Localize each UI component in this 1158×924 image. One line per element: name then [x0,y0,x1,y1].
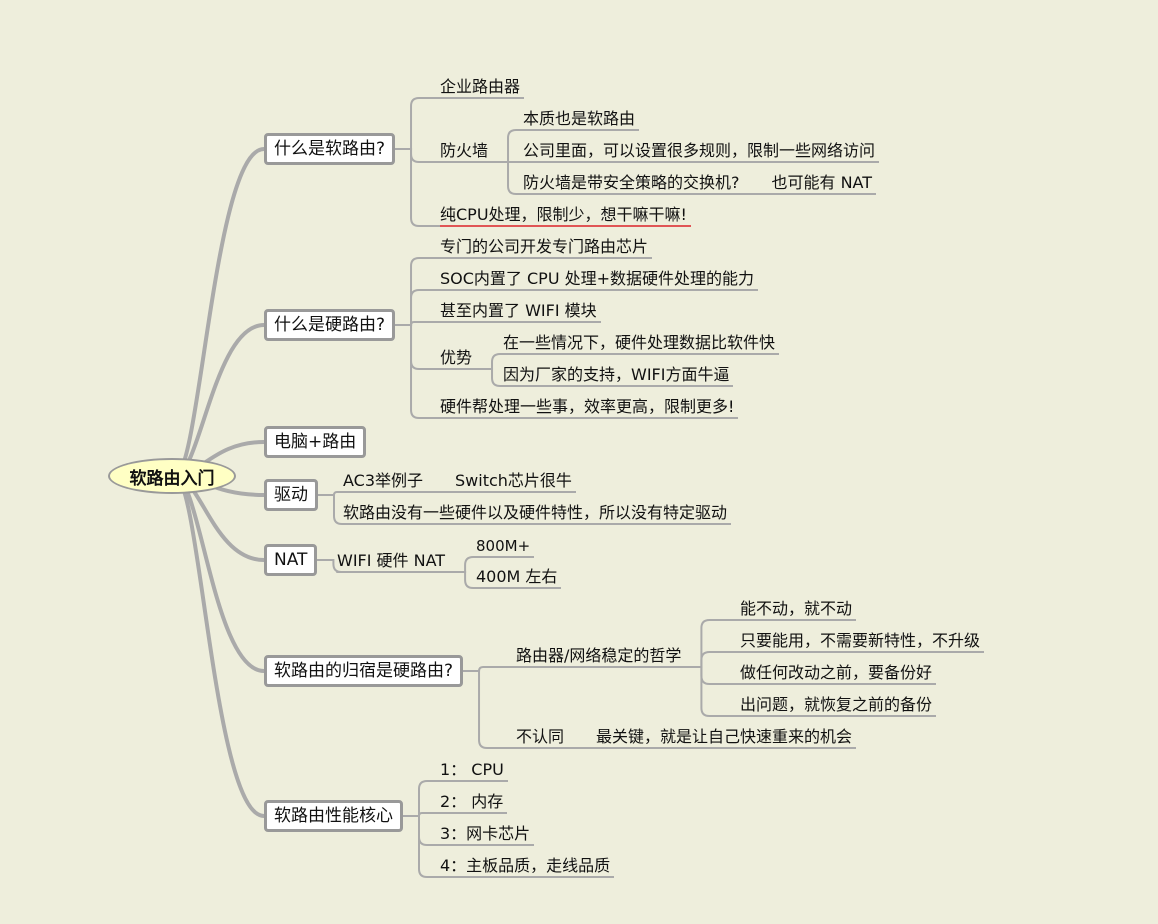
node[interactable]: AC3举例子 Switch芯片很牛 [343,471,576,493]
connector [491,129,524,163]
node[interactable]: 本质也是软路由 [523,109,640,131]
connector [394,324,441,419]
connector [475,368,504,387]
node[interactable]: 不认同 最关键，就是让自己快速重来的机会 [516,727,857,749]
node[interactable]: 硬件帮处理一些事，效率更高，限制更多! [440,397,739,419]
node[interactable]: 软路由没有一些硬件以及硬件特性，所以没有特定驱动 [343,503,732,525]
connector [173,474,266,818]
node[interactable]: 因为厂家的支持，WIFI方面牛逼 [503,365,734,387]
node[interactable]: 能不动，就不动 [740,599,857,621]
connector [402,815,441,846]
node[interactable]: 4：主板品质，走线品质 [440,856,615,878]
topic-performance-core[interactable]: 软路由性能核心 [264,800,403,832]
node[interactable]: 优势 [440,348,477,370]
node[interactable]: 3：网卡芯片 [440,824,535,846]
connector [402,815,441,878]
node[interactable]: SOC内置了 CPU 处理+数据硬件处理的能力 [440,269,759,291]
node[interactable]: 做任何改动之前，要备份好 [740,663,937,685]
node[interactable]: 防火墙是带安全策略的交换机? 也可能有 NAT [523,173,877,195]
connector [475,353,504,370]
connector [684,666,741,717]
connector [394,257,441,326]
connector [684,651,741,668]
topic-pc-router[interactable]: 电脑+路由 [264,426,367,458]
node[interactable]: 甚至内置了 WIFI 模块 [440,301,601,323]
topic-soft-router-destiny[interactable]: 软路由的归宿是硬路由? [264,655,464,687]
node[interactable]: 1： CPU [440,760,508,782]
node[interactable]: 2： 内存 [440,792,508,814]
node[interactable]: 800M+ [476,536,535,558]
connector [394,324,441,370]
connector [462,670,517,749]
connector [684,619,741,668]
connector [173,147,266,478]
connector [402,780,441,817]
connector [394,148,441,227]
node[interactable]: 防火墙 [440,141,493,163]
node[interactable]: 企业路由器 [440,77,525,99]
node[interactable]: WIFI 硬件 NAT [337,551,450,573]
node[interactable]: 只要能用，不需要新特性，不升级 [740,631,985,653]
connector [491,161,524,195]
connector [684,666,741,685]
node[interactable]: 专门的公司开发专门路由芯片 [440,237,653,259]
connector [394,97,441,150]
root-topic[interactable]: 软路由入门 [108,458,236,494]
connector [448,571,477,589]
topic-what-is-soft-router[interactable]: 什么是软路由? [264,133,396,165]
connector [394,289,441,326]
node[interactable]: 出问题，就恢复之前的备份 [740,695,937,717]
topic-what-is-hard-router[interactable]: 什么是硬路由? [264,309,396,341]
connector [394,148,441,163]
connector [317,494,344,525]
connector [448,556,477,573]
node[interactable]: 在一些情况下，硬件处理数据比软件快 [503,333,780,355]
node[interactable]: 路由器/网络稳定的哲学 [516,646,686,668]
node[interactable]: 公司里面，可以设置很多规则，限制一些网络访问 [523,141,880,163]
node[interactable]: 400M 左右 [476,567,562,589]
topic-nat[interactable]: NAT [264,544,318,576]
topic-driver[interactable]: 驱动 [264,479,318,511]
node[interactable]: 纯CPU处理，限制少，想干嘛干嘛! [440,205,691,227]
